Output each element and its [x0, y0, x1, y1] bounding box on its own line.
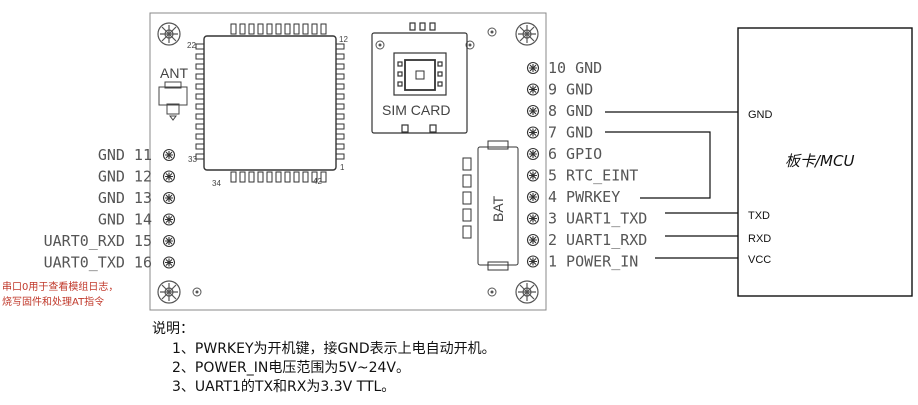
left-pin-label: GND 11: [98, 146, 152, 164]
mcu-title: 板卡/MCU: [785, 152, 854, 170]
note-item-3: 3、UART1的TX和RX为3.3V TTL。: [172, 379, 396, 395]
chip-pin-number: 42: [313, 177, 322, 186]
pin-pad-icon: [162, 256, 176, 269]
uart0-note-line: 串口0用于查看模组日志，: [2, 282, 119, 293]
pin-pad-icon: [162, 191, 176, 205]
right-pin-label: 6 GPIO: [548, 145, 602, 163]
uart0-note-line: 烧写固件和处理AT指令: [2, 297, 105, 308]
wires: [605, 111, 738, 259]
mounting-hole-icon: [157, 280, 181, 304]
right-pin-label: 7 GND: [548, 124, 593, 142]
wire-gnd-pwrkey: [605, 131, 711, 199]
pin-pad-icon: [526, 83, 540, 96]
left-pin-label: UART0_RXD 15: [44, 232, 152, 250]
chip-pin-number: 22: [187, 41, 196, 50]
right-pin-label: 8 GND: [548, 102, 593, 120]
pin-pad-icon: [526, 147, 540, 161]
pin-pad-icon: [162, 213, 176, 226]
pin-pad-icon: [526, 212, 540, 225]
pin-pad-icon: [526, 126, 540, 139]
mounting-hole-icon: [515, 22, 539, 46]
right-pin-label: 3 UART1_TXD: [548, 210, 647, 228]
sim-card-label: SIM CARD: [382, 102, 450, 118]
mounting-hole-icon: [157, 22, 181, 46]
chip-pin-number: 33: [188, 155, 197, 164]
right-pin-label: 9 GND: [548, 81, 593, 99]
ant-label: ANT: [160, 65, 188, 81]
right-pin-label: 4 PWRKEY: [548, 188, 620, 206]
chip-pin-number: 34: [212, 179, 221, 188]
note-item-2: 2、POWER_IN电压范围为5V~24V。: [172, 360, 410, 376]
pin-pad-icon: [526, 255, 540, 268]
left-pin-label: GND 13: [98, 189, 152, 207]
mcu-signal-rxd: RXD: [748, 233, 771, 245]
cellular-chip: 22 12 33 1 34 42: [187, 23, 348, 188]
battery-connector: [462, 140, 519, 271]
right-pin-label: 2 UART1_RXD: [548, 231, 647, 249]
pin-pad-icon: [162, 170, 176, 183]
pin-pad-icon: [526, 104, 540, 118]
uart0-note: 串口0用于查看模组日志， 烧写固件和处理AT指令: [2, 280, 118, 310]
antenna-connector-icon: [158, 81, 188, 121]
pin-pad-icon: [162, 148, 176, 162]
pin-pad-icon: [526, 169, 540, 182]
mounting-hole-icon: [515, 280, 539, 304]
left-pin-label: GND 12: [98, 168, 152, 186]
mcu-signal-txd: TXD: [748, 210, 770, 222]
chip-pin-number: 12: [339, 35, 348, 44]
mcu-board-box: [737, 27, 913, 297]
right-pin-label: 10 GND: [548, 59, 602, 77]
left-pin-label: UART0_TXD 16: [44, 254, 152, 272]
right-pin-label: 5 RTC_EINT: [548, 167, 638, 185]
sim-card-slot: [371, 22, 468, 134]
right-pin-label: 1 POWER_IN: [548, 253, 638, 271]
note-item-1: 1、PWRKEY为开机键，接GND表示上电自动开机。: [172, 341, 496, 357]
mcu-signal-gnd: GND: [748, 109, 773, 121]
pin-pad-icon: [526, 61, 540, 75]
notes-heading: 说明：: [152, 321, 194, 337]
battery-label: BAT: [490, 195, 506, 222]
left-pin-label: GND 14: [98, 211, 152, 229]
pin-pad-icon: [526, 233, 540, 247]
mcu-signal-vcc: VCC: [748, 254, 771, 266]
chip-pin-number: 1: [340, 163, 345, 172]
pin-pad-icon: [162, 234, 176, 248]
pin-pad-icon: [526, 190, 540, 204]
